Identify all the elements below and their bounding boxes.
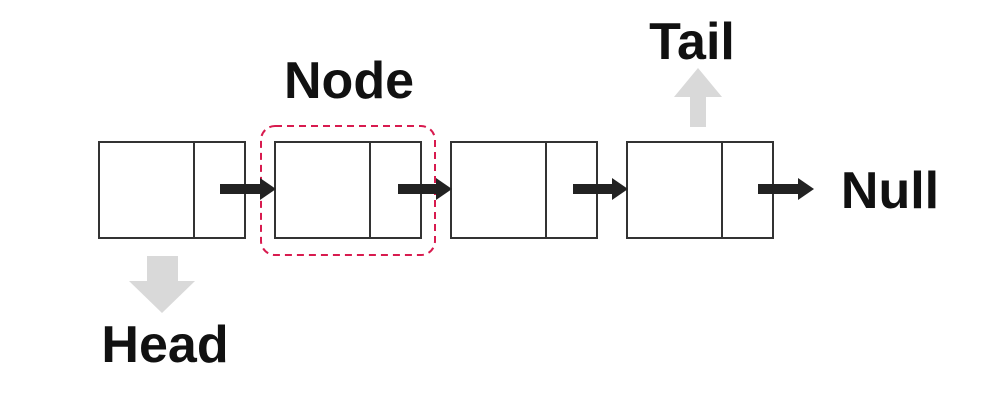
next-pointer-arrow-2	[398, 178, 452, 200]
head-marker-arrow	[129, 256, 195, 313]
head-label: Head	[101, 316, 228, 374]
node-4-box	[626, 141, 774, 239]
node-3-box	[450, 141, 598, 239]
list-node-3	[450, 141, 598, 239]
next-pointer-arrow-3	[573, 178, 628, 200]
list-node-4	[626, 141, 774, 239]
node-label: Node	[284, 52, 414, 110]
tail-marker-arrow	[674, 68, 722, 127]
tail-label: Tail	[649, 13, 735, 71]
null-pointer-arrow	[758, 178, 814, 200]
next-pointer-arrow-1	[220, 178, 276, 200]
null-label: Null	[841, 162, 939, 220]
